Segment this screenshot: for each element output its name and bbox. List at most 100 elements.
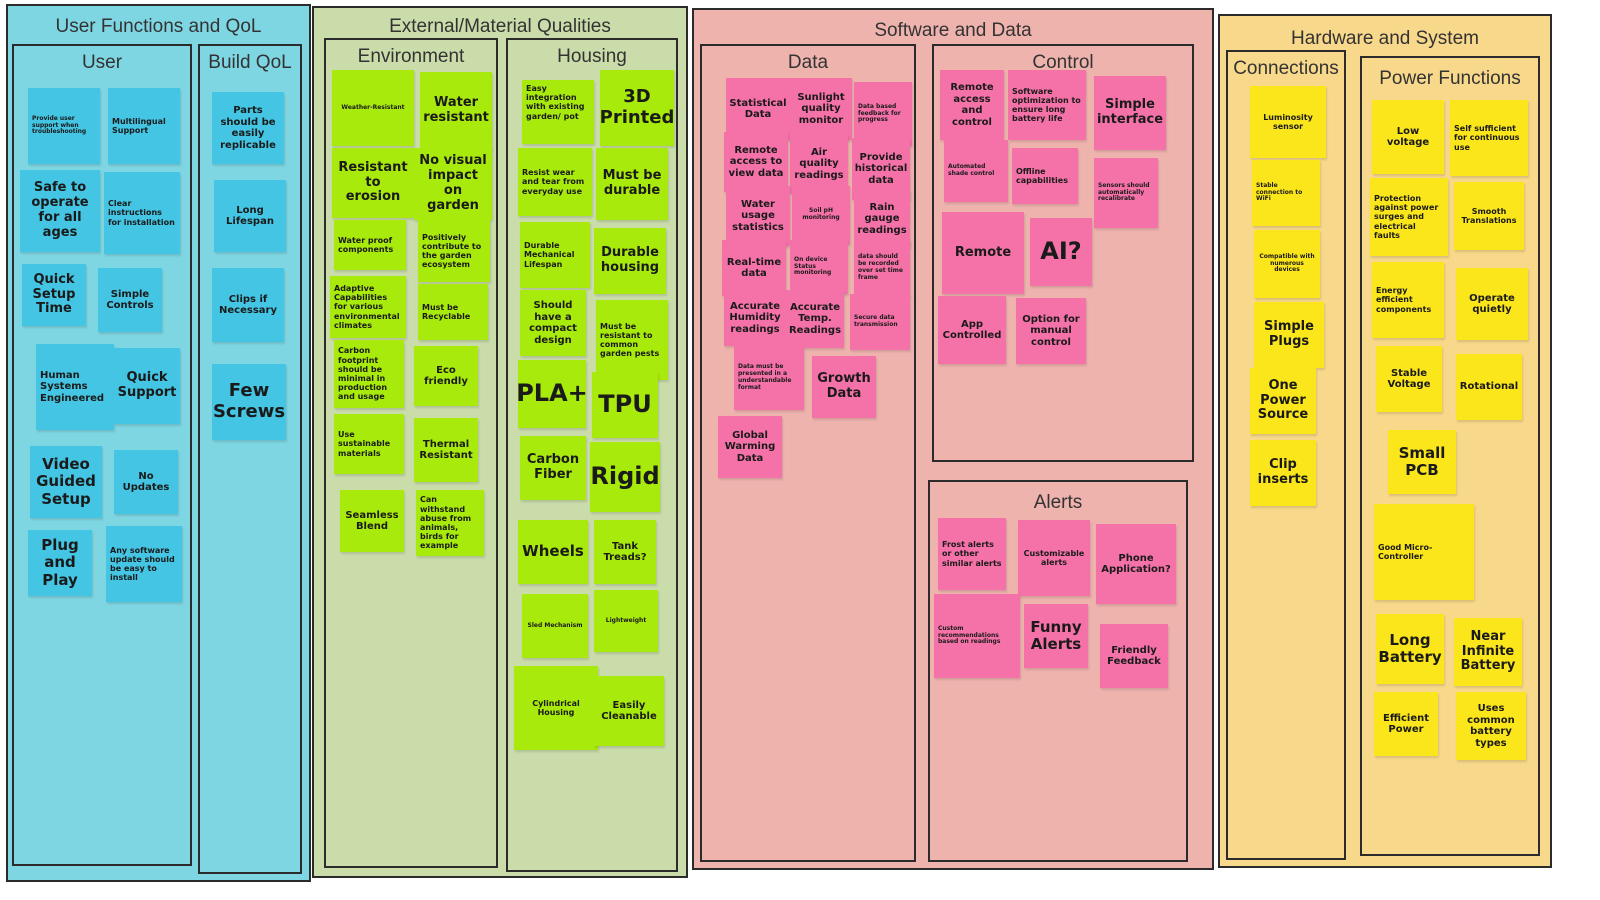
sticky-note: Secure data transmission	[850, 294, 910, 350]
subsection-environment: Environment	[324, 38, 498, 868]
sticky-note: Must be Recyclable	[418, 284, 488, 340]
subsection-housing: Housing	[506, 38, 678, 872]
sticky-note: App Controlled	[938, 296, 1006, 364]
sticky-note: Video Guided Setup	[30, 446, 102, 518]
sticky-note: Friendly Feedback	[1100, 624, 1168, 688]
sticky-note: Automated shade control	[944, 140, 1008, 202]
sticky-note: Wheels	[518, 520, 588, 584]
sticky-note: Water resistant	[420, 72, 492, 150]
sticky-note: data should be recorded over set time fr…	[854, 240, 910, 296]
subsection-control: Control	[932, 44, 1194, 462]
subsection-build-qol: Build QoL	[198, 44, 302, 874]
sticky-note: Thermal Resistant	[414, 418, 478, 482]
sticky-note: Must be durable	[596, 148, 668, 220]
sticky-note: Can withstand abuse from animals, birds …	[416, 490, 484, 556]
sticky-note: Eco friendly	[414, 346, 478, 406]
sticky-note: Provide user support when troubleshootin…	[28, 88, 100, 164]
sticky-note: Durable housing	[594, 228, 666, 294]
sticky-note: Safe to operate for all ages	[20, 170, 100, 252]
sticky-note: Custom recommendations based on readings	[934, 594, 1020, 678]
subsection-alerts: Alerts	[928, 480, 1188, 862]
sticky-note: Growth Data	[812, 356, 876, 418]
sticky-note: Provide historical data	[852, 138, 910, 200]
sticky-note: Few Screws	[212, 364, 286, 440]
sticky-note: Software optimization to ensure long bat…	[1008, 70, 1086, 140]
sticky-note: Cylindrical Housing	[514, 666, 598, 750]
sticky-note: Compatible with numerous devices	[1254, 230, 1320, 298]
sticky-note: Smooth Translations	[1454, 182, 1524, 250]
sticky-note: Stable connection to WiFi	[1252, 160, 1320, 226]
sticky-note: Resistant to erosion	[332, 148, 414, 218]
sticky-note: Sunlight quality monitor	[790, 78, 852, 140]
sticky-note: Any software update should be easy to in…	[106, 526, 182, 602]
sticky-note: Water proof components	[334, 220, 406, 270]
sticky-note: No Updates	[114, 450, 178, 514]
sticky-note: Multilingual Support	[108, 88, 180, 164]
sticky-note: Resist wear and tear from everyday use	[518, 148, 592, 216]
sticky-note: Air quality readings	[790, 134, 848, 194]
sticky-note: No visual impact on garden	[414, 148, 492, 220]
sticky-note: Clips if Necessary	[212, 268, 284, 342]
sticky-note: Customizable alerts	[1018, 520, 1090, 596]
sticky-note: Remote	[942, 212, 1024, 294]
subsection-data: Data	[700, 44, 916, 862]
subsection-title: Control	[1032, 52, 1094, 73]
sticky-note: Easily Cleanable	[594, 676, 664, 746]
subsection-title: Data	[787, 52, 829, 73]
sticky-note: Small PCB	[1388, 430, 1456, 494]
sticky-note: AI?	[1030, 218, 1092, 286]
sticky-note: Simple Controls	[98, 268, 162, 332]
sticky-note: Frost alerts or other similar alerts	[938, 518, 1006, 590]
sticky-note: PLA+	[516, 360, 588, 428]
sticky-note: TPU	[592, 372, 658, 438]
sticky-note: Efficient Power	[1374, 692, 1438, 756]
sticky-note: Durable Mechanical Lifespan	[520, 222, 590, 288]
subsection-title: Build QoL	[208, 52, 292, 73]
sticky-note: Rain gauge readings	[854, 190, 910, 248]
sticky-note: Real-time data	[722, 240, 786, 296]
sticky-note: Easy integration with existing garden/ p…	[522, 80, 594, 144]
sticky-note: Rotational	[1456, 354, 1522, 420]
sticky-note: Good Micro-Controller	[1374, 504, 1474, 600]
sticky-note: Soil pH monitoring	[792, 186, 850, 244]
sticky-note: Carbon footprint should be minimal in pr…	[334, 340, 404, 408]
sticky-note: Tank Treads?	[594, 520, 656, 584]
sticky-note: Protection against power surges and elec…	[1370, 178, 1448, 256]
panel-title: User Functions and QoL	[55, 16, 262, 37]
sticky-note: Weather-Resistant	[332, 70, 414, 146]
subsection-title: Power Functions	[1379, 68, 1521, 89]
sticky-note: Energy efficient components	[1372, 262, 1444, 338]
sticky-note: Option for manual control	[1016, 298, 1086, 364]
sticky-note: Quick Setup Time	[22, 264, 86, 326]
subsection-title: Connections	[1233, 58, 1339, 79]
sticky-note: Lightweight	[594, 590, 658, 652]
sticky-note: Plug and Play	[28, 530, 92, 596]
sticky-note: Use sustainable materials	[334, 414, 404, 474]
sticky-note: 3D Printed	[600, 70, 674, 146]
sticky-note: Stable Voltage	[1376, 346, 1442, 412]
sticky-note: Carbon Fiber	[520, 436, 586, 500]
sticky-note: Adaptive Capabilities for various enviro…	[330, 276, 406, 338]
sticky-note: Near Infinite Battery	[1454, 618, 1522, 686]
subsection-title: Alerts	[1033, 492, 1083, 513]
sticky-note: Quick Support	[114, 348, 180, 424]
sticky-note: Remote access to view data	[724, 132, 788, 192]
sticky-note: Funny Alerts	[1024, 604, 1088, 668]
subsection-user: User	[12, 44, 192, 866]
sticky-note: Global Warming Data	[718, 416, 782, 478]
sticky-note: Phone Application?	[1096, 524, 1176, 604]
sticky-note: Rigid	[590, 442, 660, 512]
sticky-note: Clear instructions for installation	[104, 172, 180, 254]
sticky-note: Offline capabilities	[1012, 148, 1078, 204]
sticky-note: Accurate Temp. Readings	[786, 290, 844, 348]
subsection-title: User	[81, 52, 123, 73]
sticky-note: Operate quietly	[1456, 268, 1528, 340]
sticky-note: Sled Mechanism	[522, 594, 588, 658]
sticky-note: Must be resistant to common garden pests	[596, 300, 668, 380]
sticky-note: Simple interface	[1094, 76, 1166, 150]
subsection-power-functions: Power Functions	[1360, 56, 1540, 856]
sticky-note: Data based feedback for progress	[854, 82, 912, 146]
sticky-note: Data must be presented in a understandab…	[734, 346, 804, 410]
sticky-note: Luminosity sensor	[1250, 86, 1326, 158]
sticky-note: Statistical Data	[726, 78, 790, 140]
